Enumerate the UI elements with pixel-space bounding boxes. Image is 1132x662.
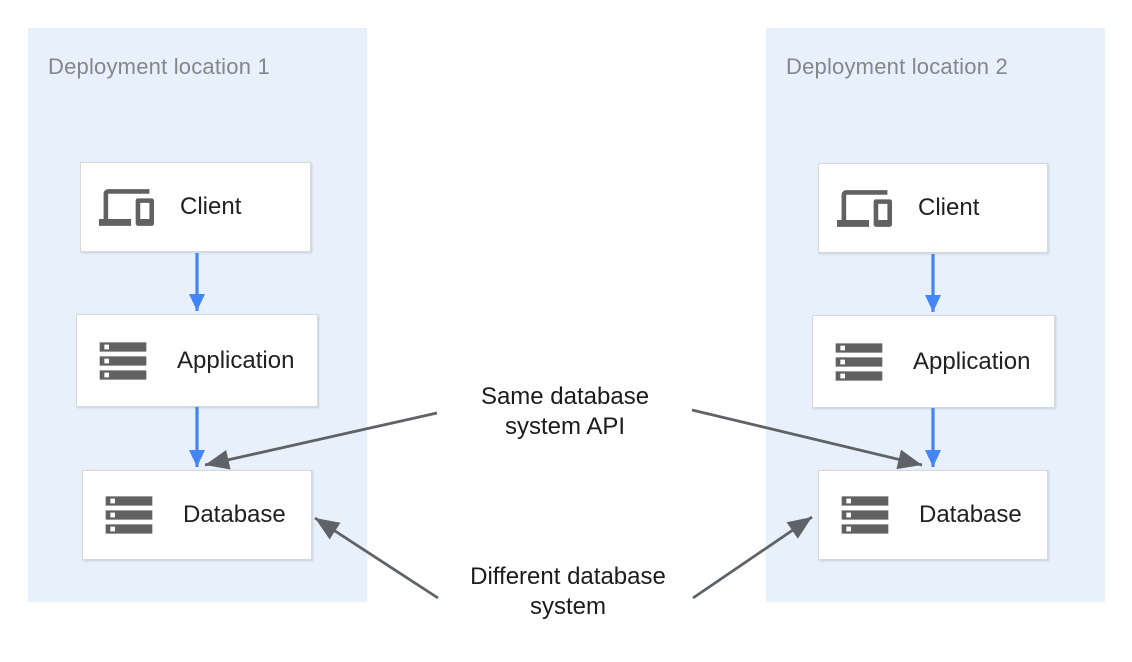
deployment-panel-1: Deployment location 1 Client Application [28,28,367,602]
storage-icon [831,334,887,390]
devices-icon [99,180,154,235]
panel-title: Deployment location 2 [786,54,1008,79]
node-application: Application [812,315,1055,408]
node-database: Database [818,470,1048,560]
node-client: Client [80,162,311,252]
storage-icon [95,333,151,389]
panel-title: Deployment location 1 [48,54,270,79]
node-client: Client [818,163,1048,253]
node-label: Database [183,501,286,528]
node-label: Client [918,194,980,221]
annotation-line: system [529,593,606,620]
devices-icon [837,181,892,236]
storage-icon [837,487,893,543]
node-label: Database [919,501,1022,528]
storage-icon [101,487,157,543]
annotation-same-database-api: Same database system API [440,382,690,442]
node-label: Client [180,193,242,220]
annotation-line: Different database [470,563,666,590]
node-label: Application [913,347,1031,375]
annotation-line: Same database [480,383,650,410]
node-database: Database [82,470,312,560]
node-label: Application [177,346,295,374]
node-application: Application [76,314,318,407]
deployment-panel-2: Deployment location 2 Client Application [766,28,1105,602]
annotation-different-database-system: Different database system [443,562,693,622]
annotation-line: system API [504,413,626,440]
